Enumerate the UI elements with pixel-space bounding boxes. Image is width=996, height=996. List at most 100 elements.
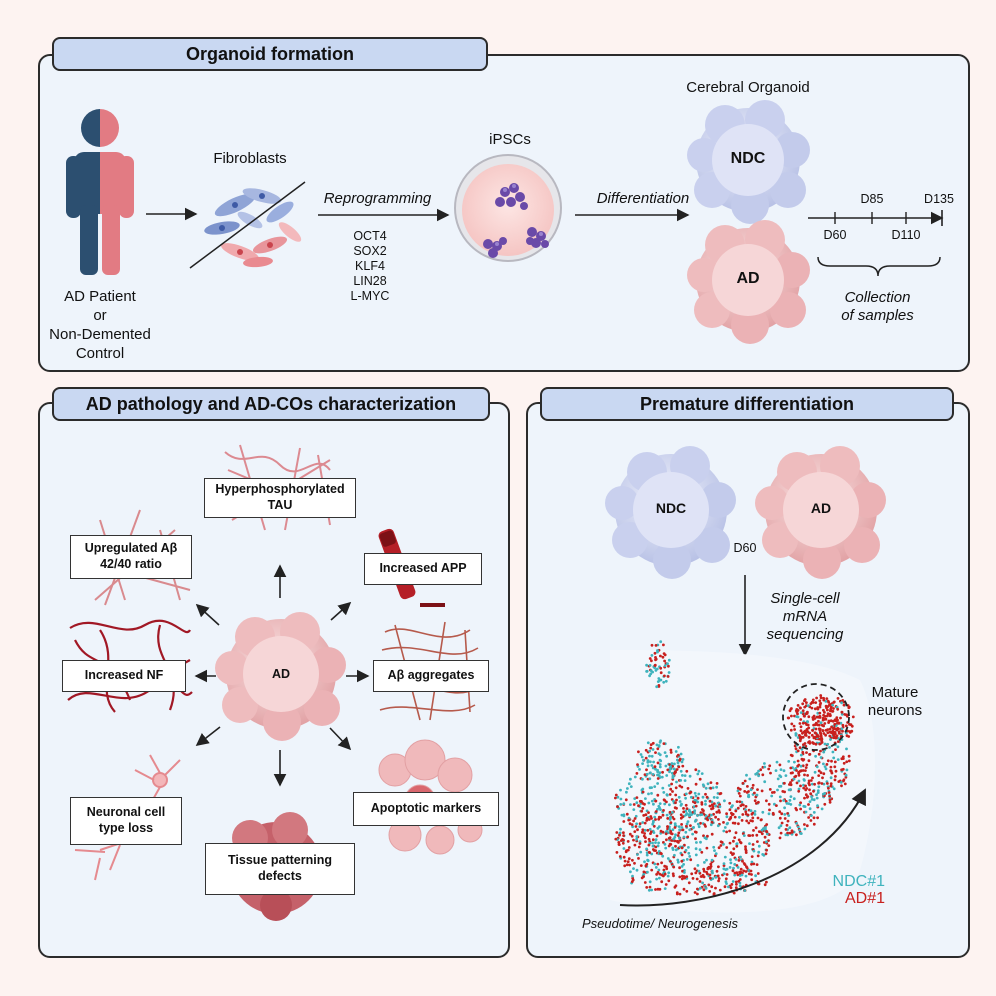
ad-organoid-small-icon <box>755 446 886 579</box>
scatter-point <box>683 876 686 880</box>
scatter-point <box>744 874 748 878</box>
scatter-point <box>750 855 754 858</box>
scatter-point <box>635 796 639 799</box>
scatter-point <box>629 785 633 788</box>
scatter-point <box>807 816 810 819</box>
scatter-point <box>806 723 810 727</box>
scatter-point <box>624 850 628 854</box>
scatter-point <box>655 667 659 671</box>
scatter-point <box>780 812 784 816</box>
scatter-point <box>709 781 713 784</box>
scatter-point <box>634 814 638 818</box>
scatter-point <box>680 785 684 789</box>
scatter-point <box>672 837 675 841</box>
scatter-point <box>803 714 806 718</box>
scatter-point <box>715 785 718 789</box>
scatter-point <box>632 819 635 823</box>
scatter-point <box>650 786 653 789</box>
scatter-point <box>645 772 649 776</box>
scatter-point <box>799 725 803 729</box>
scatter-point <box>820 782 824 785</box>
scatter-point <box>663 664 667 668</box>
scatter-point <box>789 781 792 784</box>
scatter-point <box>825 763 829 766</box>
scatter-point <box>626 860 630 864</box>
scatter-point <box>829 784 833 788</box>
scatter-point <box>734 809 738 813</box>
scatter-point <box>744 808 747 811</box>
scatter-point <box>639 753 643 756</box>
scatter-point <box>796 825 800 829</box>
scatter-point <box>684 813 688 817</box>
scatter-point <box>674 884 678 888</box>
scatter-point <box>690 872 694 876</box>
scatter-point <box>633 775 637 779</box>
scatter-point <box>827 700 831 704</box>
scatter-point <box>829 765 833 769</box>
scatter-point <box>731 880 735 883</box>
scatter-point <box>744 845 747 849</box>
scatter-point <box>663 887 667 890</box>
scatter-point <box>642 870 646 874</box>
scatter-point <box>646 764 650 768</box>
scatter-point <box>797 787 801 791</box>
scatter-point <box>775 804 778 807</box>
scatter-point <box>688 809 691 813</box>
scatter-point <box>646 870 649 874</box>
scatter-point <box>749 869 753 873</box>
factors-list: OCT4 SOX2 KLF4 LIN28 L-MYC <box>335 229 405 304</box>
collection-label-line: of samples <box>841 307 914 324</box>
scatter-point <box>694 768 698 772</box>
scatter-point <box>761 853 765 856</box>
scatter-point <box>649 672 653 676</box>
scatter-point <box>739 855 742 859</box>
scatter-point <box>801 709 805 713</box>
scatter-point <box>707 883 711 887</box>
scatter-point <box>651 741 655 745</box>
scatter-point <box>733 815 737 819</box>
mature-neurons-circle <box>782 683 850 751</box>
scatter-point <box>828 800 832 804</box>
scatter-point <box>836 727 840 731</box>
scatter-point <box>816 789 820 793</box>
scatter-point <box>765 832 769 836</box>
scatter-point <box>812 714 816 718</box>
scatter-point <box>778 763 782 767</box>
scatter-point <box>631 874 634 878</box>
scatter-point <box>697 769 701 773</box>
scatter-point <box>650 868 654 872</box>
scatter-point <box>737 838 741 842</box>
scatter-point <box>647 801 651 805</box>
scatter-point <box>644 756 648 760</box>
scatter-point <box>659 666 663 670</box>
scatter-point <box>763 883 767 887</box>
scatter-point <box>654 644 658 647</box>
scatter-point <box>641 762 644 765</box>
scatter-point <box>678 875 682 879</box>
scatter-point <box>682 863 685 866</box>
scatter-point <box>679 813 683 817</box>
scatter-point <box>685 889 689 893</box>
scatter-point <box>748 777 752 781</box>
scatter-point <box>654 888 657 891</box>
scatter-point <box>669 748 673 752</box>
scatter-point <box>739 804 743 808</box>
scatter-point <box>743 863 747 866</box>
scatter-point <box>650 799 654 803</box>
factor-label: L-MYC <box>350 289 390 303</box>
scatter-point <box>685 769 689 773</box>
scatter-point <box>798 734 801 737</box>
patient-label: AD Patient or Non-Demented Control <box>40 287 160 363</box>
scatter-point <box>826 782 829 785</box>
scatter-point <box>648 749 651 753</box>
scatter-point <box>653 862 657 866</box>
scatter-point <box>799 753 803 757</box>
scatter-point <box>659 851 662 855</box>
scatter-point <box>802 783 805 787</box>
scatter-point <box>798 803 802 807</box>
scatter-point <box>659 640 663 644</box>
scatter-point <box>670 762 674 765</box>
neuronal-loss-line: type loss <box>98 821 154 835</box>
scatter-point <box>704 802 707 806</box>
scatter-point <box>656 768 659 772</box>
